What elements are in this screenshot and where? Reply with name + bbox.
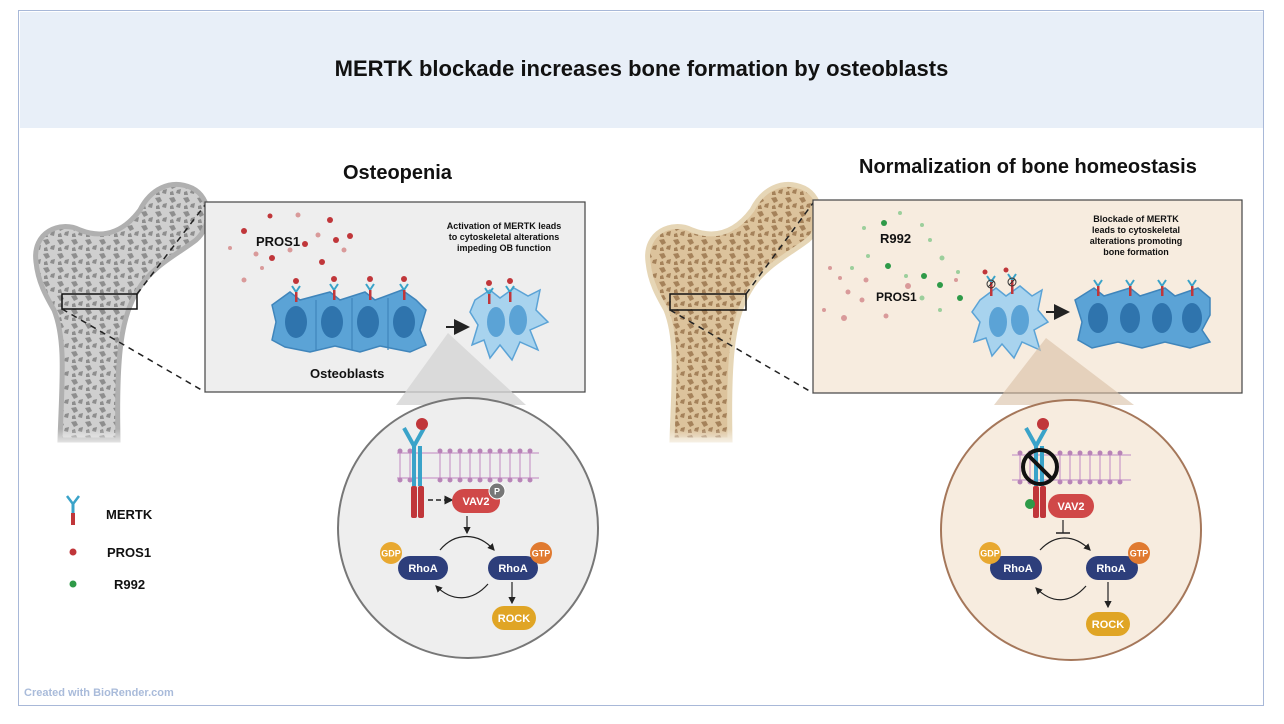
receptor-icon (66, 495, 80, 525)
right-annotation-line: alterations promoting (1090, 236, 1183, 246)
left-membrane-lipids (399, 453, 531, 478)
left-gtp-badge (530, 542, 552, 564)
right-rhoa-gdp-node (990, 556, 1042, 580)
left-annotation-line: to cytoskeletal alterations (449, 232, 560, 242)
left-pros1-label: PROS1 (256, 234, 300, 249)
biorender-credit[interactable]: Created with BioRender.com (24, 687, 174, 699)
left-pros1-particles (228, 212, 353, 283)
left-heading: Osteopenia (343, 162, 452, 184)
right-gdp-label: GDP (980, 549, 1000, 559)
right-vav2-label: VAV2 (1057, 501, 1084, 513)
phospho-badge (488, 482, 506, 500)
osteoblasts-label: Osteoblasts (310, 366, 384, 381)
right-annotation-line: Blockade of MERTK (1093, 214, 1179, 224)
legend-mertk-label: MERTK (106, 507, 153, 522)
left-osteoblast-row (271, 276, 427, 353)
figure-frame (18, 10, 1264, 706)
r992-label: R992 (880, 231, 911, 246)
right-signaling-circle (940, 399, 1202, 661)
left-vav2-label: VAV2 (462, 496, 489, 508)
right-gtp-badge (1128, 542, 1150, 564)
legend-r992-label: R992 (114, 577, 146, 592)
left-altered-osteoblasts (469, 278, 550, 362)
right-inhibited-osteoblasts (971, 267, 1050, 360)
left-rhoa-label: RhoA (408, 563, 437, 575)
left-vav2-node (452, 489, 500, 513)
left-gtp-label: GTP (532, 549, 551, 559)
left-rock-node (492, 606, 536, 630)
right-annotation-line: bone formation (1103, 247, 1169, 257)
right-heading: Normalization of bone homeostasis (859, 156, 1197, 178)
left-annotation-line: Activation of MERTK leads (447, 221, 562, 231)
right-gtp-label: GTP (1130, 549, 1149, 559)
left-gdp-badge (380, 542, 402, 564)
right-annotation-line: leads to cytoskeletal (1092, 225, 1180, 235)
green-dot-icon (69, 580, 77, 588)
legend-pros1-label: PROS1 (107, 545, 152, 560)
right-mertk-receptor (1024, 418, 1049, 518)
left-rock-label: ROCK (498, 613, 530, 625)
right-osteoblast-row (1074, 279, 1212, 349)
right-rock-label: ROCK (1092, 619, 1124, 631)
left-gdp-label: GDP (381, 549, 401, 559)
left-annotation-line: impeding OB function (457, 243, 551, 253)
block-icon (1021, 448, 1059, 486)
left-signaling-circle (337, 397, 599, 659)
right-rhoa-label: RhoA (1003, 563, 1032, 575)
right-rock-node (1086, 612, 1130, 636)
right-rhoa-label: RhoA (1096, 563, 1125, 575)
right-gdp-badge (979, 542, 1001, 564)
left-rhoa-label: RhoA (498, 563, 527, 575)
right-rhoa-gtp-node (1086, 556, 1138, 580)
left-annotation: Activation of MERTK leads to cytoskeleta… (447, 221, 562, 253)
right-pros1-label: PROS1 (876, 290, 917, 304)
left-femur-bone (33, 181, 210, 450)
left-mertk-receptor (402, 418, 428, 518)
left-bone-roi (61, 293, 138, 310)
red-dot-icon (69, 548, 77, 556)
title-banner (20, 12, 1263, 128)
right-particles (822, 211, 963, 321)
phospho-label: P (494, 487, 500, 497)
right-femur-bone (645, 181, 822, 450)
figure-title: MERTK blockade increases bone formation … (334, 56, 949, 81)
right-annotation: Blockade of MERTK leads to cytoskeletal … (1090, 214, 1183, 257)
right-vav2-node (1048, 494, 1094, 518)
right-bone-roi (669, 293, 747, 311)
left-rhoa-gtp-node (488, 556, 538, 580)
left-rhoa-gdp-node (398, 556, 448, 580)
